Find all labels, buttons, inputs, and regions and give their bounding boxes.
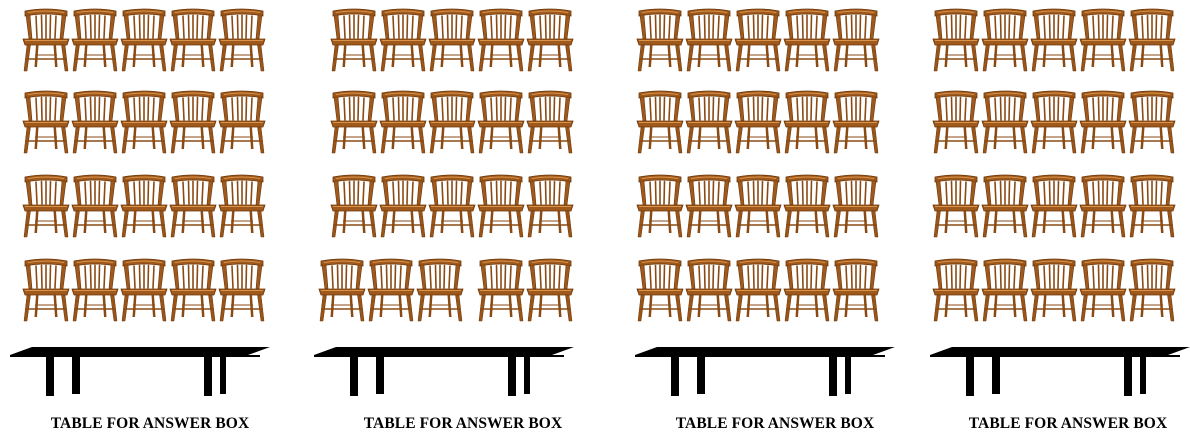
chair-icon — [120, 174, 168, 238]
chair-icon — [1030, 258, 1078, 322]
chair-icon — [1128, 90, 1176, 154]
answer-box-label: TABLE FOR ANSWER BOX — [625, 415, 925, 433]
chair-icon — [981, 258, 1029, 322]
chair-icon — [1030, 174, 1078, 238]
chair-icon — [1128, 258, 1176, 322]
chair-icon — [734, 258, 782, 322]
chair-icon — [526, 174, 574, 238]
chair-icon — [169, 8, 217, 72]
chair-icon — [22, 258, 70, 322]
chair-icon — [685, 8, 733, 72]
chair-icon — [981, 90, 1029, 154]
chair-icon — [367, 258, 415, 322]
chair-icon — [636, 8, 684, 72]
chair-icon — [379, 174, 427, 238]
chair-icon — [120, 90, 168, 154]
table-icon — [928, 346, 1190, 396]
chair-icon — [428, 174, 476, 238]
chair-icon — [71, 258, 119, 322]
chair-icon — [832, 258, 880, 322]
table-icon — [312, 346, 574, 396]
chair-icon — [783, 8, 831, 72]
chair-icon — [1079, 8, 1127, 72]
chair-icon — [218, 90, 266, 154]
chair-icon — [932, 174, 980, 238]
chair-icon — [526, 258, 574, 322]
table-icon — [633, 346, 895, 396]
chair-icon — [636, 258, 684, 322]
chair-icon — [832, 174, 880, 238]
chair-icon — [685, 174, 733, 238]
chair-icon — [832, 8, 880, 72]
chair-icon — [932, 8, 980, 72]
chair-icon — [1128, 8, 1176, 72]
chair-icon — [330, 174, 378, 238]
chair-icon — [636, 174, 684, 238]
table-icon — [8, 346, 270, 396]
answer-box-label: TABLE FOR ANSWER BOX — [0, 415, 300, 433]
chair-icon — [636, 90, 684, 154]
chair-icon — [685, 90, 733, 154]
chair-icon — [1079, 258, 1127, 322]
chair-icon — [1079, 174, 1127, 238]
chair-icon — [169, 174, 217, 238]
chair-icon — [932, 258, 980, 322]
chair-icon — [22, 174, 70, 238]
chair-icon — [477, 258, 525, 322]
chair-icon — [71, 90, 119, 154]
chair-icon — [932, 90, 980, 154]
chair-icon — [734, 8, 782, 72]
chair-icon — [330, 8, 378, 72]
chair-icon — [981, 8, 1029, 72]
chair-icon — [120, 258, 168, 322]
chair-icon — [1030, 90, 1078, 154]
chair-icon — [218, 258, 266, 322]
chair-icon — [169, 258, 217, 322]
chair-icon — [318, 258, 366, 322]
chair-icon — [783, 258, 831, 322]
chair-icon — [428, 90, 476, 154]
chair-icon — [169, 90, 217, 154]
chair-icon — [71, 174, 119, 238]
chair-icon — [477, 8, 525, 72]
chair-icon — [71, 8, 119, 72]
chair-icon — [685, 258, 733, 322]
chair-icon — [734, 90, 782, 154]
chair-icon — [22, 8, 70, 72]
chair-icon — [218, 174, 266, 238]
chair-icon — [783, 90, 831, 154]
chair-icon — [477, 174, 525, 238]
chair-icon — [734, 174, 782, 238]
chair-icon — [832, 90, 880, 154]
chair-icon — [1128, 174, 1176, 238]
chair-icon — [477, 90, 525, 154]
chair-icon — [1079, 90, 1127, 154]
answer-box-label: TABLE FOR ANSWER BOX — [313, 415, 613, 433]
chair-icon — [428, 8, 476, 72]
chair-icon — [379, 90, 427, 154]
chair-icon — [22, 90, 70, 154]
answer-box-label: TABLE FOR ANSWER BOX — [918, 415, 1190, 433]
chair-icon — [1030, 8, 1078, 72]
chair-icon — [526, 8, 574, 72]
chair-icon — [783, 174, 831, 238]
chair-icon — [120, 8, 168, 72]
chair-icon — [330, 90, 378, 154]
chair-icon — [526, 90, 574, 154]
chair-icon — [218, 8, 266, 72]
chair-icon — [379, 8, 427, 72]
chair-icon — [981, 174, 1029, 238]
chair-icon — [416, 258, 464, 322]
